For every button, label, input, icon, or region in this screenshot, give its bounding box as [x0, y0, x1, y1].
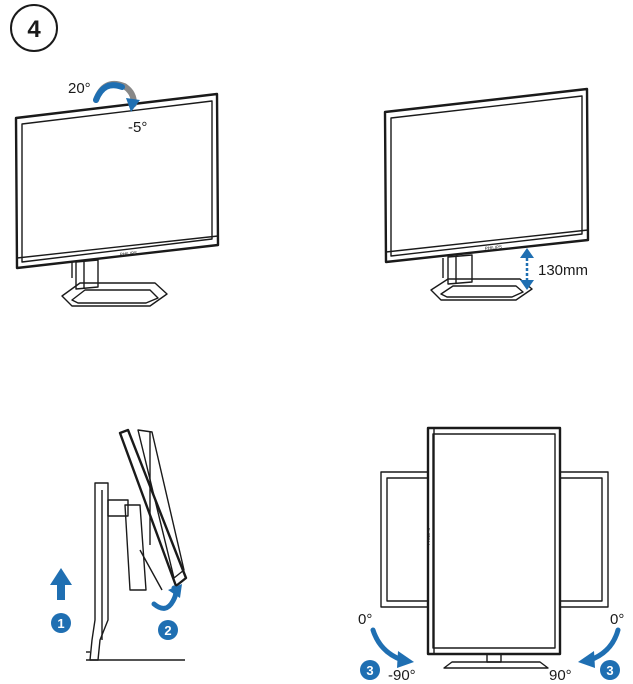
swivel-left-start: 0°	[358, 611, 372, 628]
brand-logo: PHILIPS	[120, 250, 138, 257]
swivel-monitor: PHILIPS	[380, 426, 609, 669]
brand-logo-3: PHILIPS	[426, 528, 431, 545]
rotate-arrow-icon	[151, 584, 182, 611]
height-monitor: PHILIPS	[383, 87, 590, 301]
swivel-arrow-icon	[370, 627, 621, 668]
step-badge: 4	[10, 4, 58, 52]
swivel-right-end: 90°	[549, 667, 572, 684]
lift-arrow-icon	[50, 568, 72, 600]
svg-text:3: 3	[606, 663, 613, 678]
swivel-right-start: 0°	[610, 611, 624, 628]
tilt-arrow-icon	[93, 80, 140, 112]
svg-text:2: 2	[164, 623, 171, 638]
step3-left-badge: 3	[360, 660, 380, 680]
svg-text:1: 1	[57, 616, 64, 631]
step2-badge: 2	[158, 620, 178, 640]
height-arrow-icon	[520, 248, 534, 290]
step3-right-badge: 3	[600, 660, 620, 680]
step1-badge: 1	[51, 613, 71, 633]
height-range: 130mm	[538, 262, 588, 279]
step-number: 4	[27, 16, 41, 43]
svg-text:3: 3	[366, 663, 373, 678]
swivel-left-end: -90°	[388, 667, 416, 684]
tilt-down-angle: -5°	[128, 119, 147, 136]
tilt-monitor: PHILIPS	[14, 92, 220, 307]
brand-logo-2: PHILIPS	[485, 244, 503, 251]
pivot-side-monitor	[86, 428, 188, 661]
tilt-up-angle: 20°	[68, 80, 91, 97]
